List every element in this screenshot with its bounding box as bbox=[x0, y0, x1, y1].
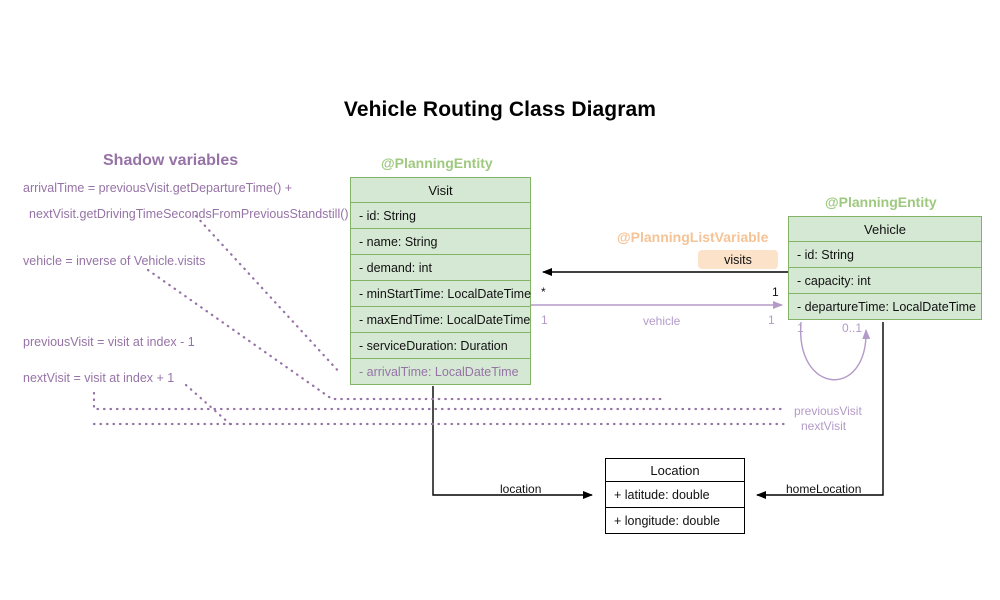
visit-stereotype: @PlanningEntity bbox=[381, 155, 493, 171]
shadow-variable-nextvisit: nextVisit = visit at index + 1 bbox=[23, 371, 175, 385]
previous-visit-edge-label: previousVisit bbox=[794, 404, 862, 418]
visits-source-multiplicity: * bbox=[541, 285, 546, 299]
planning-list-variable-stereotype: @PlanningListVariable bbox=[617, 229, 769, 245]
vehicle-target-multiplicity: 1 bbox=[768, 313, 775, 327]
home-location-edge-label: homeLocation bbox=[786, 482, 862, 496]
shadow-variable-vehicle: vehicle = inverse of Vehicle.visits bbox=[23, 254, 206, 268]
class-box-visit: Visit - id: String - name: String - dema… bbox=[350, 177, 531, 385]
visits-badge: visits bbox=[698, 250, 778, 269]
vehicle-attribute-capacity: - capacity: int bbox=[788, 268, 982, 294]
class-box-location: Location + latitude: double + longitude:… bbox=[605, 458, 745, 534]
class-name-vehicle: Vehicle bbox=[788, 216, 982, 242]
shadow-variable-arrivaltime-line2: nextVisit.getDrivingTimeSecondsFromPrevi… bbox=[29, 207, 349, 221]
visit-attribute-id: - id: String bbox=[350, 203, 531, 229]
visit-attribute-serviceduration: - serviceDuration: Duration bbox=[350, 333, 531, 359]
class-name-location: Location bbox=[605, 458, 745, 482]
vehicle-attribute-departuretime: - departureTime: LocalDateTime bbox=[788, 294, 982, 320]
shadow-variable-previousvisit: previousVisit = visit at index - 1 bbox=[23, 335, 195, 349]
class-box-vehicle: Vehicle - id: String - capacity: int - d… bbox=[788, 216, 982, 320]
visits-target-multiplicity: 1 bbox=[772, 285, 779, 299]
vehicle-attribute-id: - id: String bbox=[788, 242, 982, 268]
self-loop-target-multiplicity: 0..1 bbox=[842, 321, 863, 335]
edge-location bbox=[432, 386, 593, 499]
shadow-variable-arrivaltime-line1: arrivalTime = previousVisit.getDeparture… bbox=[23, 181, 293, 195]
edge-home-location bbox=[756, 322, 884, 499]
class-name-visit: Visit bbox=[350, 177, 531, 203]
self-loop-source-multiplicity: 1 bbox=[797, 321, 804, 335]
visit-attribute-demand: - demand: int bbox=[350, 255, 531, 281]
next-visit-edge-label: nextVisit bbox=[801, 419, 847, 433]
visit-attribute-maxendtime: - maxEndTime: LocalDateTime bbox=[350, 307, 531, 333]
vehicle-edge-label: vehicle bbox=[643, 314, 681, 328]
page-title: Vehicle Routing Class Diagram bbox=[343, 98, 657, 121]
visit-attribute-minstarttime: - minStartTime: LocalDateTime bbox=[350, 281, 531, 307]
visit-attribute-arrivaltime: - arrivalTime: LocalDateTime bbox=[350, 359, 531, 385]
vehicle-stereotype: @PlanningEntity bbox=[825, 194, 937, 210]
vehicle-source-multiplicity: 1 bbox=[541, 313, 548, 327]
visit-attribute-name: - name: String bbox=[350, 229, 531, 255]
location-attribute-longitude: + longitude: double bbox=[605, 508, 745, 534]
shadow-variables-heading: Shadow variables bbox=[103, 152, 239, 169]
shadow-connectors bbox=[92, 214, 787, 426]
edge-self-loop bbox=[800, 321, 871, 381]
location-attribute-latitude: + latitude: double bbox=[605, 482, 745, 508]
location-edge-label: location bbox=[500, 482, 542, 496]
